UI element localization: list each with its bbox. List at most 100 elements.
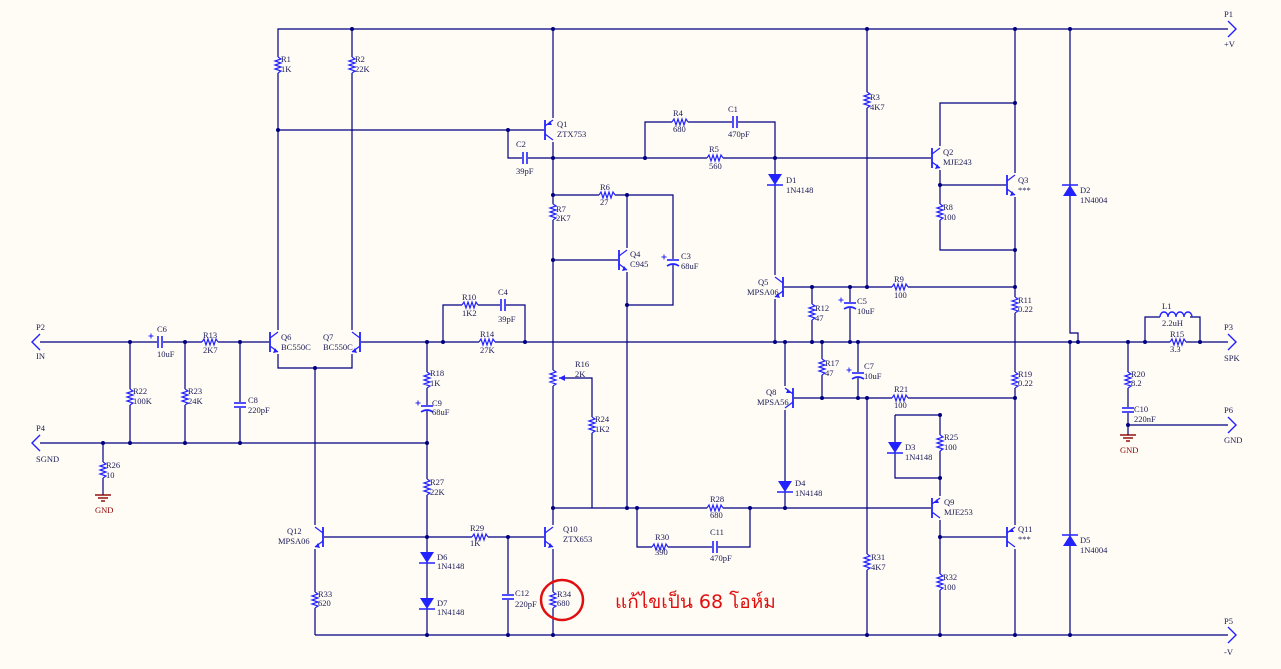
ref-label-d5: D5: [1080, 535, 1090, 545]
wire-gap: [819, 359, 825, 375]
resistor-r29: [471, 532, 489, 542]
junction-dot: [1068, 633, 1072, 637]
wire-gap: [937, 435, 943, 451]
ref-label-r32: R32: [943, 572, 957, 582]
ref-label-c7: C7: [864, 361, 874, 371]
value-label-q12: MPSA06: [278, 536, 310, 546]
port-name-p3: SPK: [1224, 353, 1240, 363]
wire-gap: [550, 592, 556, 608]
wire-gap: [1012, 372, 1018, 388]
ref-label-r34: R34: [557, 589, 572, 599]
ref-label-r20: R20: [1131, 369, 1145, 379]
resistor-r4: [671, 117, 689, 127]
ref-label-c1: C1: [728, 104, 738, 114]
value-label-r4: 680: [673, 124, 686, 134]
junction-dot: [856, 396, 860, 400]
wire-gap: [1170, 339, 1186, 345]
ref-label-r10: R10: [462, 292, 476, 302]
wire-gap: [864, 554, 870, 570]
ref-label-c3: C3: [681, 251, 691, 261]
value-label-r1: 1K: [281, 64, 292, 74]
value-label-r32: 100: [943, 582, 956, 592]
port-ref-p3: P3: [1224, 322, 1233, 332]
transistor-q8-arrow: [786, 389, 791, 393]
capacitor-c9: [420, 409, 434, 413]
wire: [559, 377, 593, 508]
wire-gap: [314, 525, 324, 549]
value-label-c8: 220pF: [248, 405, 270, 415]
wire-gap: [774, 275, 784, 299]
wire-gap: [349, 57, 355, 73]
junction-dot: [1126, 423, 1130, 427]
ref-label-q10: Q10: [563, 524, 578, 534]
transistor-q6: [269, 331, 279, 339]
wire-gap: [589, 417, 595, 433]
capacitor-c3: [666, 263, 680, 267]
resistor-r8: [935, 203, 945, 221]
junction-dot: [1013, 633, 1017, 637]
value-label-q5: MPSA06: [747, 287, 779, 297]
ref-label-r12: R12: [815, 303, 829, 313]
ref-label-d1: D1: [786, 175, 796, 185]
wire-gap: [544, 525, 554, 549]
junction-dot: [1013, 101, 1017, 105]
resistor-r15: [1169, 337, 1187, 347]
value-label-c4: 39pF: [498, 314, 516, 324]
wire-gap: [502, 594, 514, 600]
ref-label-r17: R17: [825, 358, 839, 368]
junction-dot: [856, 340, 860, 344]
wire: [507, 130, 553, 159]
junction-dot: [1076, 340, 1080, 344]
resistor-r17: [817, 358, 827, 376]
value-label-r11: 0.22: [1018, 304, 1033, 314]
junction-dot: [313, 366, 317, 370]
wire-gap: [1006, 525, 1016, 549]
resistor-r31: [862, 553, 872, 571]
junction-dot: [938, 476, 942, 480]
wire-gap: [182, 389, 188, 405]
wire-gap: [202, 339, 218, 345]
wire-gap: [462, 302, 478, 308]
port-p2: [31, 333, 41, 351]
annotation-circle: [539, 578, 585, 622]
wire-gap: [937, 574, 943, 590]
junction-dot: [506, 128, 510, 132]
value-label-q8: MPSA56: [757, 397, 789, 407]
ref-label-r5: R5: [709, 144, 719, 154]
resistor-r11: [1010, 296, 1020, 314]
resistor-r12: [807, 303, 817, 321]
transistor-q5-arrow: [775, 293, 780, 298]
ref-label-c6: C6: [157, 324, 167, 334]
junction-dot: [1013, 248, 1017, 252]
ref-label-r6: R6: [600, 182, 610, 192]
junction-dot: [551, 506, 555, 510]
transistor-q4-arrow: [622, 266, 627, 271]
ref-label-q2: Q2: [943, 147, 953, 157]
wire-gap: [1122, 407, 1134, 413]
ref-label-r22: R22: [133, 386, 147, 396]
wire: [894, 415, 940, 479]
wire-gap: [424, 479, 430, 495]
value-label-r15: 3.3: [1170, 344, 1181, 354]
value-label-c2: 39pF: [516, 166, 534, 176]
junction-dot: [938, 413, 942, 417]
value-label-l1: 2.2uH: [1162, 318, 1183, 328]
value-label-r26: 10: [106, 470, 115, 480]
diode-d4: [778, 481, 792, 492]
junction-dot: [1143, 340, 1147, 344]
value-label-q6: BC550C: [281, 342, 311, 352]
value-label-c1: 470pF: [728, 129, 750, 139]
junction-dot: [425, 340, 429, 344]
junction-dot: [625, 193, 629, 197]
junction-dot: [425, 441, 429, 445]
wire-gap: [421, 405, 433, 411]
ref-label-q3: Q3: [1018, 175, 1028, 185]
ref-label-r19: R19: [1018, 369, 1032, 379]
junction-dot: [625, 506, 629, 510]
junction-dot: [551, 633, 555, 637]
resistor-r19: [1010, 371, 1020, 389]
resistor-r10: [461, 300, 479, 310]
junction-dot: [183, 441, 187, 445]
wire-gap: [472, 534, 488, 540]
